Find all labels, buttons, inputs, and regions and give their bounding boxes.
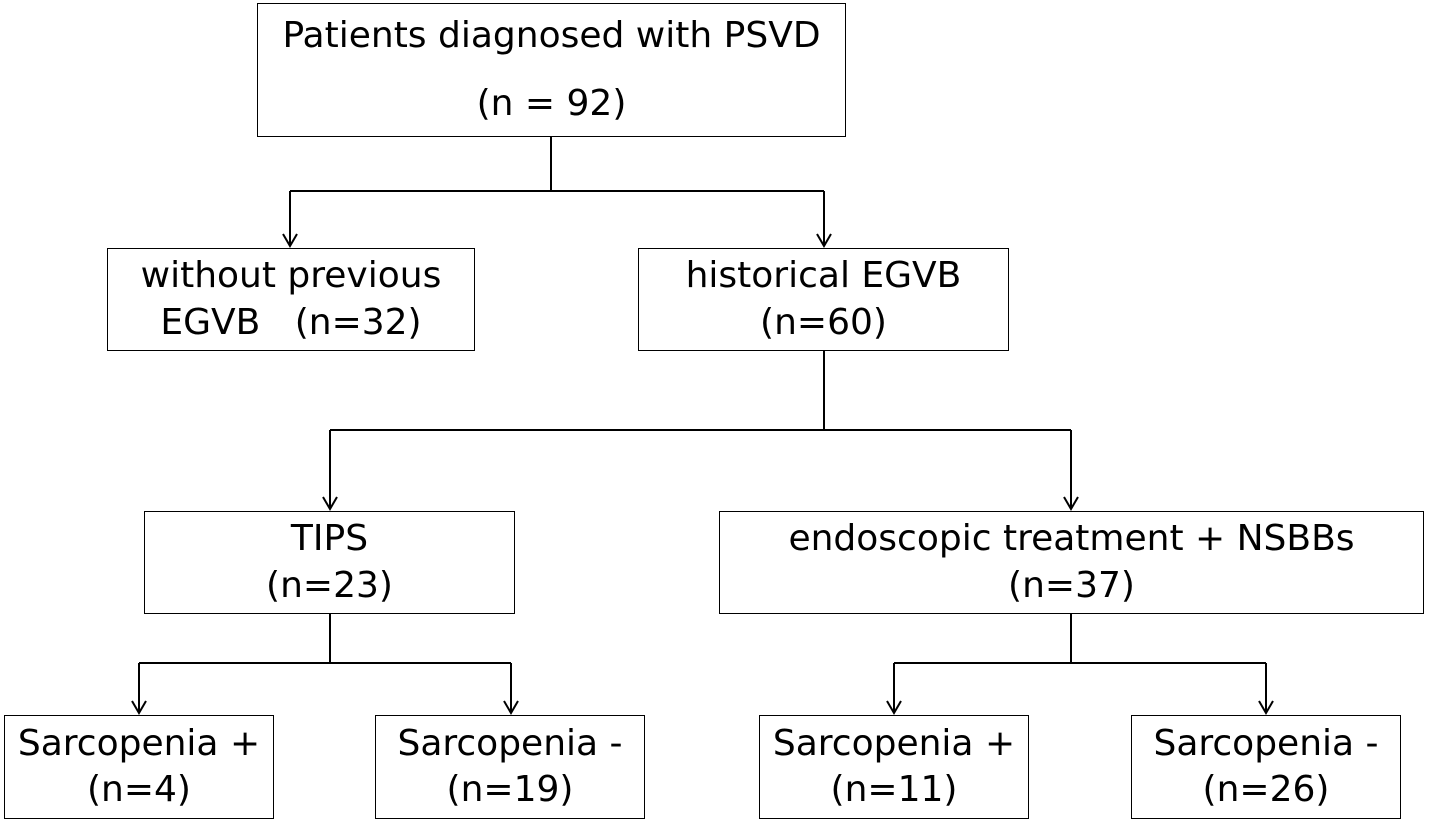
- arrowhead-endoscopic-sarcopenia-neg: [1258, 700, 1274, 715]
- node-tips-sarcopenia-negative-title: Sarcopenia -: [397, 722, 623, 764]
- arrowhead-historical-egvb: [816, 233, 832, 248]
- arrowhead-tips-sarcopenia-neg: [503, 700, 519, 715]
- arrowhead-endoscopic-sarcopenia-pos: [886, 700, 902, 715]
- node-endoscopic-treatment: endoscopic treatment + NSBBs (n=37): [719, 511, 1424, 614]
- node-historical-egvb: historical EGVB (n=60): [638, 248, 1009, 351]
- node-patients-psvd: Patients diagnosed with PSVD (n = 92): [257, 3, 846, 137]
- arrowhead-tips-sarcopenia-pos: [131, 700, 147, 715]
- node-tips-title: TIPS: [290, 518, 369, 560]
- node-endoscopic-sarcopenia-negative-count: (n=26): [1202, 769, 1330, 810]
- arrowhead-endoscopic: [1063, 496, 1079, 511]
- arrowhead-tips: [322, 496, 338, 511]
- node-endoscopic-sarcopenia-positive-count: (n=11): [830, 769, 958, 810]
- node-endoscopic-sarcopenia-positive-title: Sarcopenia +: [772, 722, 1016, 764]
- node-without-previous-egvb-count: EGVB (n=32): [160, 301, 422, 343]
- node-tips-count: (n=23): [266, 564, 393, 606]
- node-tips-sarcopenia-positive-count: (n=4): [87, 769, 191, 810]
- node-patients-psvd-title: Patients diagnosed with PSVD: [282, 14, 821, 56]
- arrowhead-without-egvb: [282, 233, 298, 248]
- node-patients-psvd-count: (n = 92): [476, 83, 627, 124]
- node-tips-sarcopenia-negative: Sarcopenia - (n=19): [375, 715, 645, 819]
- node-tips-sarcopenia-positive: Sarcopenia + (n=4): [4, 715, 274, 819]
- node-without-previous-egvb: without previous EGVB (n=32): [107, 248, 475, 351]
- node-tips: TIPS (n=23): [144, 511, 515, 614]
- node-endoscopic-sarcopenia-negative-title: Sarcopenia -: [1153, 722, 1379, 764]
- node-endoscopic-sarcopenia-negative: Sarcopenia - (n=26): [1131, 715, 1401, 819]
- node-tips-sarcopenia-negative-count: (n=19): [446, 769, 574, 810]
- node-historical-egvb-title: historical EGVB: [685, 255, 962, 297]
- node-historical-egvb-count: (n=60): [760, 301, 887, 343]
- node-without-previous-egvb-title: without previous: [140, 255, 442, 297]
- node-tips-sarcopenia-positive-title: Sarcopenia +: [17, 722, 261, 764]
- node-endoscopic-sarcopenia-positive: Sarcopenia + (n=11): [759, 715, 1029, 819]
- node-endoscopic-treatment-title: endoscopic treatment + NSBBs: [788, 518, 1355, 560]
- node-endoscopic-treatment-count: (n=37): [1008, 564, 1135, 606]
